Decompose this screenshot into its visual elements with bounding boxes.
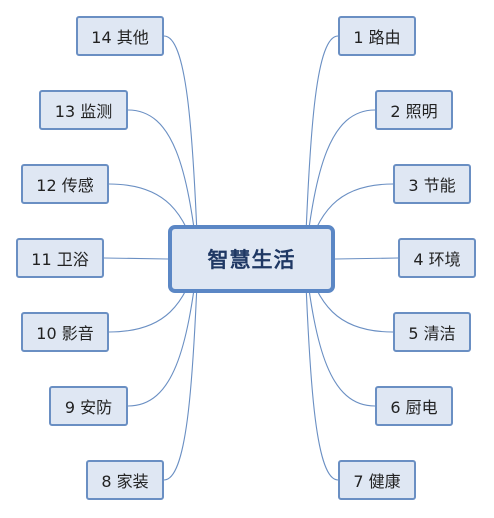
- topic-11[interactable]: 11 卫浴: [16, 238, 104, 278]
- topic-7[interactable]: 7 健康: [338, 460, 416, 500]
- topic-2[interactable]: 2 照明: [375, 90, 453, 130]
- topic-14[interactable]: 14 其他: [76, 16, 164, 56]
- connector-topic-1: [304, 35, 339, 260]
- connector-topic-8: [163, 258, 199, 481]
- topic-6[interactable]: 6 厨电: [375, 386, 453, 426]
- topic-1[interactable]: 1 路由: [338, 16, 416, 56]
- topic-3[interactable]: 3 节能: [393, 164, 471, 204]
- connector-topic-7: [304, 258, 339, 481]
- topic-9[interactable]: 9 安防: [49, 386, 128, 426]
- topic-10[interactable]: 10 影音: [21, 312, 109, 352]
- topic-5[interactable]: 5 清洁: [393, 312, 471, 352]
- topic-12[interactable]: 12 传感: [21, 164, 109, 204]
- topic-13[interactable]: 13 监测: [39, 90, 128, 130]
- topic-4[interactable]: 4 环境: [398, 238, 476, 278]
- topic-8[interactable]: 8 家装: [86, 460, 164, 500]
- connector-topic-14: [163, 35, 199, 260]
- connector-topic-11: [103, 257, 169, 260]
- central-topic[interactable]: 智慧生活: [168, 225, 335, 293]
- connector-topic-4: [334, 257, 399, 260]
